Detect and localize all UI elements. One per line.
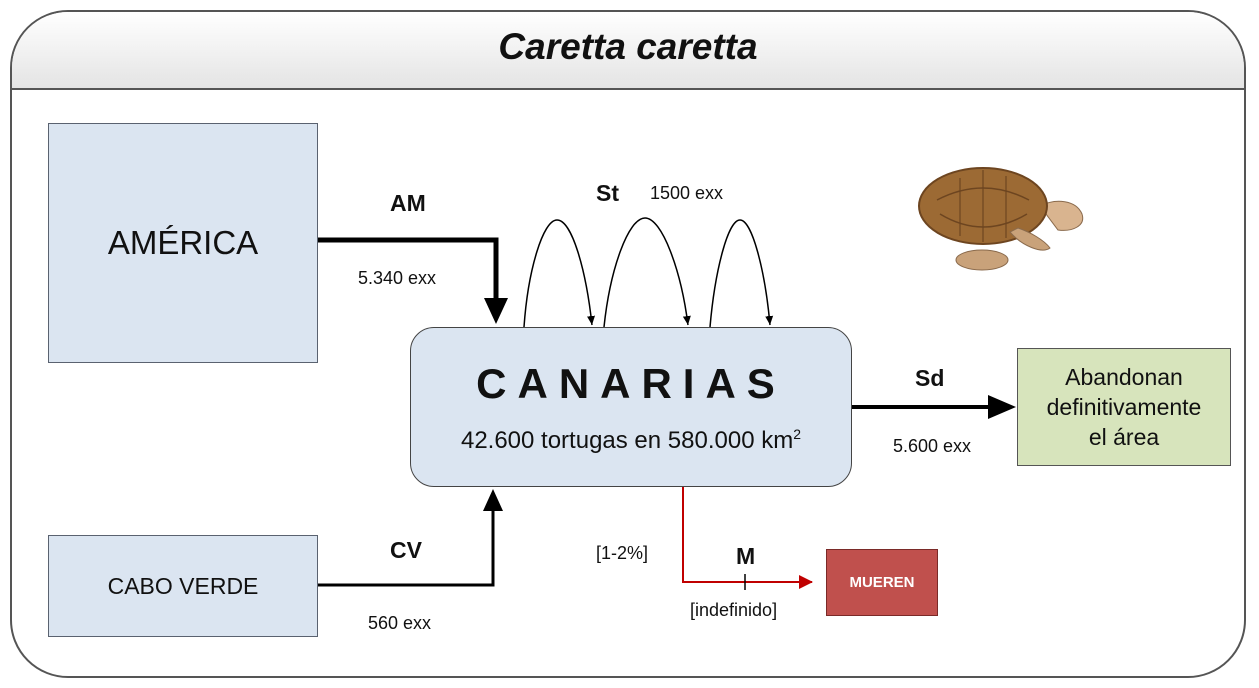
canarias-name: CANARIAS — [476, 359, 786, 407]
node-canarias: CANARIAS 42.600 tortugas en 580.000 km2 — [410, 327, 852, 487]
cv-arrow — [318, 510, 495, 587]
cv-code: CV — [390, 537, 422, 563]
cv-arrowhead — [483, 489, 503, 511]
st-value: 1500 exx — [650, 183, 724, 203]
cv-value: 560 exx — [368, 613, 432, 633]
sd-value: 5.600 exx — [893, 436, 972, 456]
st-loop-2 — [603, 217, 691, 328]
abandon-line-1: Abandonan — [1065, 364, 1183, 390]
title-bar: Caretta caretta — [12, 12, 1244, 90]
canarias-summary: 42.600 tortugas en 580.000 km2 — [461, 426, 801, 455]
canarias-summary-text: 42.600 tortugas en 580.000 km — [460, 426, 794, 454]
am-arrowhead — [484, 298, 508, 324]
m-rate: [1-2%] — [596, 543, 649, 563]
m-code: M — [736, 543, 756, 569]
st-loop-1 — [523, 219, 595, 328]
am-code: AM — [390, 190, 426, 216]
canarias-summary-sup: 2 — [793, 425, 802, 442]
sd-arrowhead — [988, 395, 1016, 419]
abandon-line-3: el área — [1088, 424, 1160, 450]
am-arrow — [318, 237, 499, 300]
node-cabo-verde: CABO VERDE — [48, 535, 318, 637]
st-code: St — [596, 180, 619, 206]
m-arrow — [682, 487, 813, 589]
node-america: AMÉRICA — [48, 123, 318, 363]
diagram-title: Caretta caretta — [498, 26, 758, 67]
m-value: [indefinido] — [690, 600, 778, 620]
turtle-icon — [918, 167, 1084, 271]
node-mueren: MUEREN — [826, 549, 938, 616]
am-value: 5.340 exx — [358, 268, 437, 288]
st-loop-3 — [709, 219, 774, 328]
sd-code: Sd — [915, 365, 945, 391]
node-abandonan: Abandonan definitivamente el área — [1017, 348, 1231, 466]
abandon-line-2: definitivamente — [1046, 394, 1202, 420]
